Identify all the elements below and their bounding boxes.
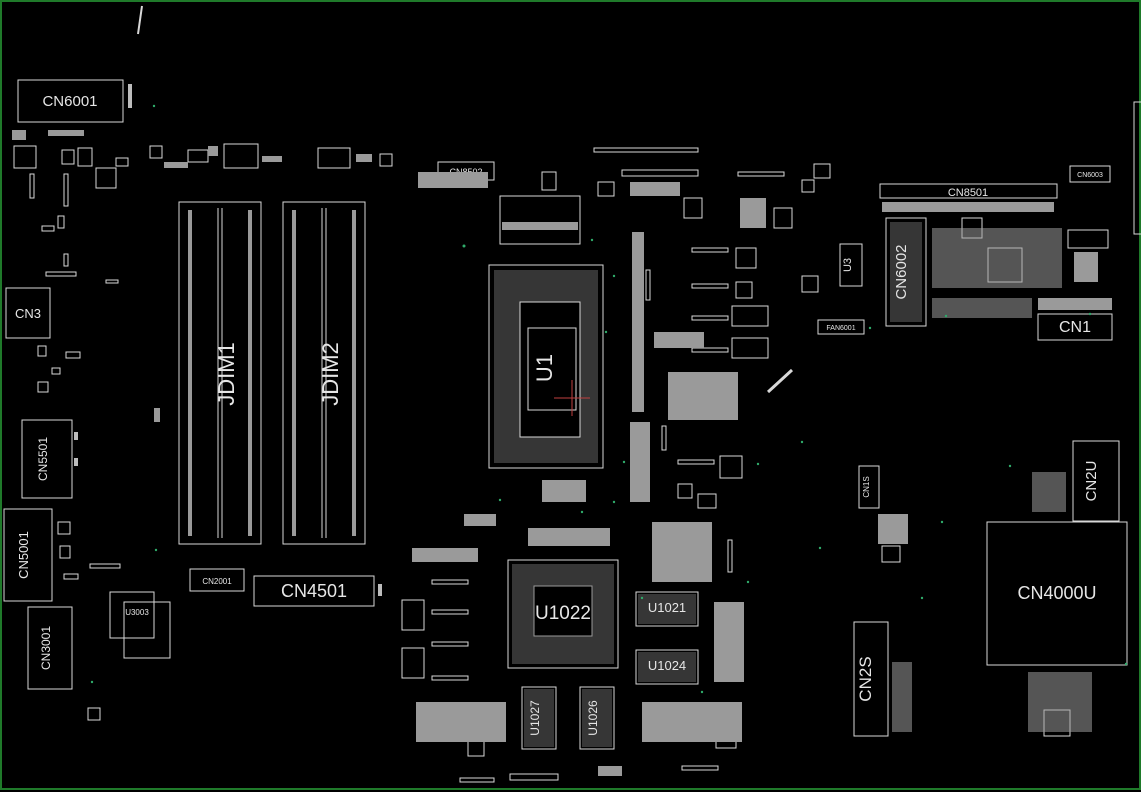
right-lower-components bbox=[878, 472, 1092, 737]
label-fan6001: FAN6001 bbox=[826, 325, 855, 332]
label-cn2001: CN2001 bbox=[202, 577, 232, 586]
connector-fan6001[interactable]: FAN6001 bbox=[817, 319, 865, 335]
chip-u3[interactable]: U3 bbox=[839, 243, 863, 287]
label-u3: U3 bbox=[842, 258, 854, 272]
label-u1022: U1022 bbox=[535, 603, 591, 624]
dimm-slot-jdim1[interactable]: JDIM1 bbox=[178, 201, 262, 545]
connector-cn4000u[interactable]: CN4000U bbox=[986, 521, 1128, 666]
connector-cn1s[interactable]: CN1S bbox=[858, 465, 880, 509]
connector-cn1[interactable]: CN1 bbox=[1037, 298, 1113, 341]
label-u1: U1 bbox=[532, 354, 557, 382]
connector-cn5001[interactable]: CN5001 bbox=[3, 508, 53, 602]
connector-cn6003[interactable]: CN6003 bbox=[1069, 165, 1111, 183]
label-u1024: U1024 bbox=[648, 658, 686, 673]
label-cn6003: CN6003 bbox=[1077, 172, 1103, 179]
label-cn4501: CN4501 bbox=[281, 581, 347, 601]
vias bbox=[90, 104, 1128, 694]
right-upper-components bbox=[932, 101, 1141, 318]
gpu-area-components bbox=[401, 514, 744, 783]
label-jdim1: JDIM1 bbox=[214, 342, 239, 406]
label-cn1s: CN1S bbox=[862, 476, 871, 497]
label-cn3001: CN3001 bbox=[39, 626, 53, 670]
top-row-components bbox=[149, 143, 393, 169]
connector-cn3001[interactable]: CN3001 bbox=[27, 606, 73, 690]
label-cn6001: CN6001 bbox=[42, 93, 97, 110]
connector-cn8501[interactable]: CN8501 bbox=[879, 183, 1058, 212]
label-cn2s: CN2S bbox=[856, 656, 875, 701]
vram-u1021[interactable]: U1021 bbox=[635, 591, 699, 627]
vram-u1026[interactable]: U1026 bbox=[579, 686, 615, 750]
connector-cn2u[interactable]: CN2U bbox=[1072, 440, 1120, 522]
connector-cn6002[interactable]: CN6002 bbox=[885, 217, 927, 327]
label-jdim2: JDIM2 bbox=[318, 342, 343, 406]
dimm-slot-jdim2[interactable]: JDIM2 bbox=[282, 201, 366, 545]
cpu-u1[interactable]: U1 bbox=[488, 264, 604, 469]
connector-cn2001[interactable]: CN2001 bbox=[189, 568, 245, 592]
label-cn1: CN1 bbox=[1059, 319, 1091, 336]
label-cn5501: CN5501 bbox=[36, 437, 50, 481]
connector-cn5501[interactable]: CN5501 bbox=[21, 419, 78, 499]
connector-cn2s[interactable]: CN2S bbox=[853, 621, 889, 737]
label-u3003: U3003 bbox=[125, 608, 149, 617]
left-small-components bbox=[12, 130, 160, 721]
label-cn6002: CN6002 bbox=[893, 244, 910, 299]
vram-u1027[interactable]: U1027 bbox=[521, 686, 557, 750]
label-u1027: U1027 bbox=[528, 700, 542, 736]
vram-u1024[interactable]: U1024 bbox=[635, 649, 699, 685]
connector-cn3[interactable]: CN3 bbox=[5, 287, 51, 339]
label-cn2u: CN2U bbox=[1083, 461, 1100, 502]
gpu-u1022[interactable]: U1022 bbox=[507, 559, 619, 669]
label-cn4000u: CN4000U bbox=[1017, 583, 1096, 603]
label-u1026: U1026 bbox=[586, 700, 600, 736]
chip-u3003[interactable]: U3003 bbox=[109, 591, 171, 659]
connector-cn4501[interactable]: CN4501 bbox=[253, 575, 382, 607]
label-cn5001: CN5001 bbox=[16, 531, 31, 579]
cpu-area-components bbox=[418, 147, 831, 546]
connector-cn6001[interactable]: CN6001 bbox=[17, 79, 132, 123]
label-u1021: U1021 bbox=[648, 600, 686, 615]
label-cn8501: CN8501 bbox=[948, 187, 988, 199]
label-cn3: CN3 bbox=[15, 306, 41, 321]
